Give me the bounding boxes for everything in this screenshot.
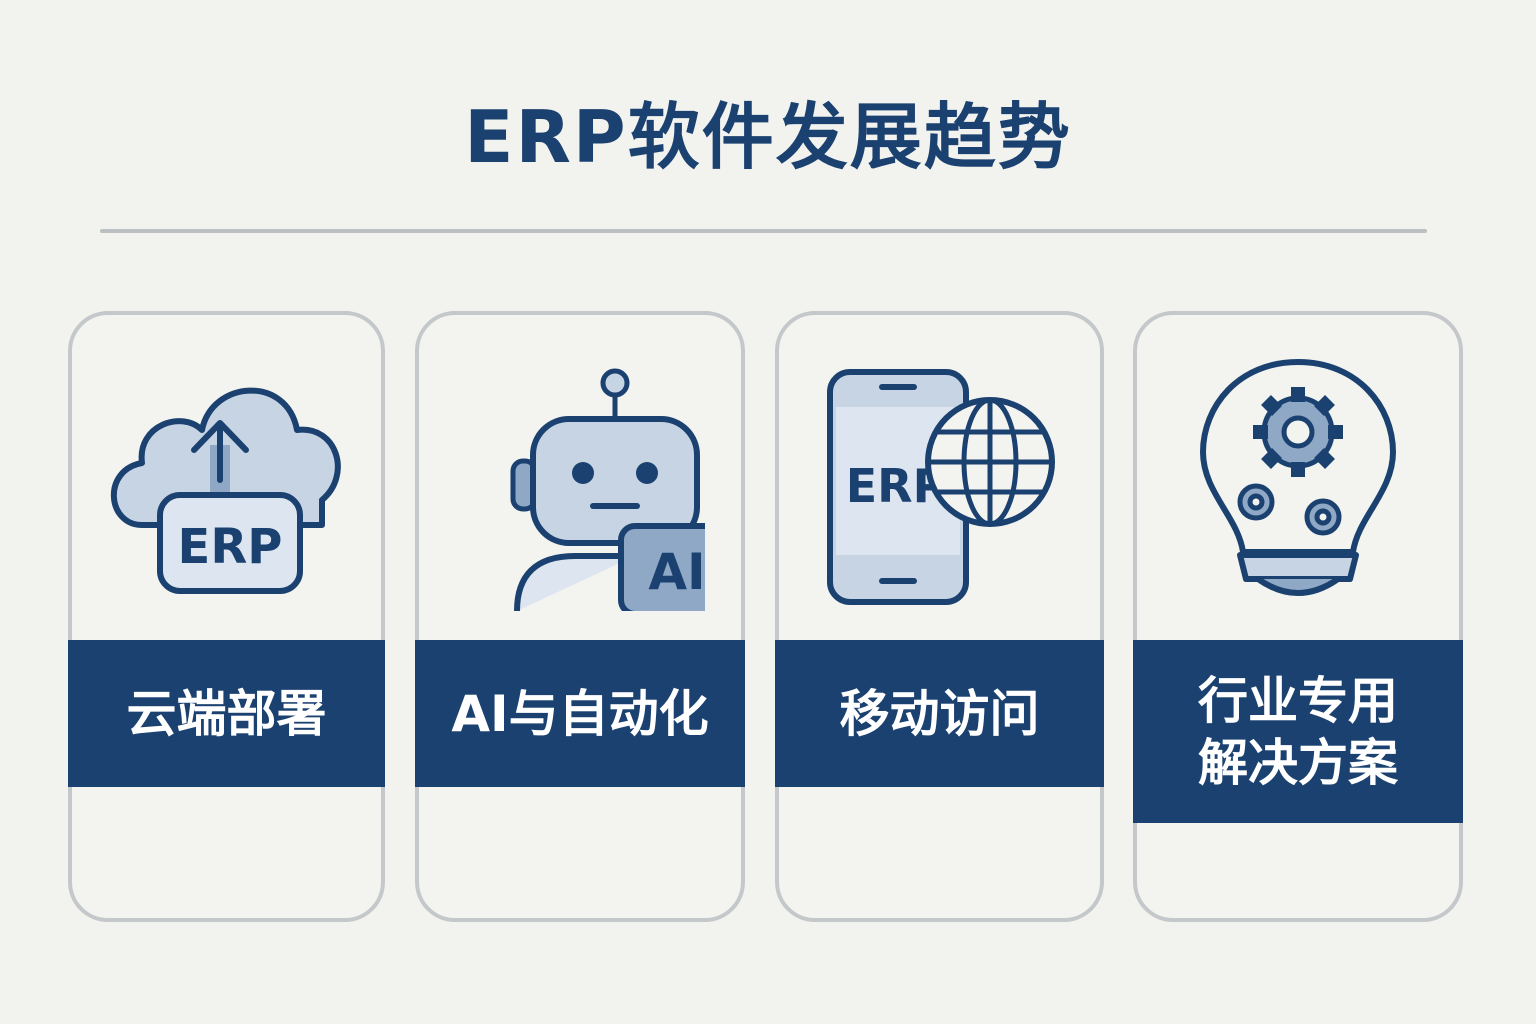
icon-text: AI [648, 543, 705, 601]
card-industry-solutions: 行业专用 解决方案 [1133, 311, 1463, 922]
card-ai-automation: AI AI与自动化 [415, 311, 745, 922]
robot-icon: AI [419, 361, 741, 611]
card-label-line: 行业专用 [1198, 671, 1398, 730]
card-cloud-deployment: ERP 云端部署 [68, 311, 385, 922]
card-label-line: 解决方案 [1198, 733, 1398, 792]
page-title: ERP软件发展趋势 [464, 95, 1072, 179]
divider [100, 229, 1427, 233]
card-label: 移动访问 [775, 640, 1104, 787]
icon-text: ERP [177, 519, 282, 575]
cloud-upload-icon: ERP [72, 355, 381, 595]
card-mobile-access: ERP 移动访问 [775, 311, 1104, 922]
mobile-globe-icon: ERP [779, 367, 1100, 607]
card-label: 行业专用 解决方案 [1133, 640, 1463, 823]
card-label: 云端部署 [68, 640, 385, 787]
lightbulb-gears-icon [1137, 357, 1459, 607]
card-label: AI与自动化 [415, 640, 745, 787]
